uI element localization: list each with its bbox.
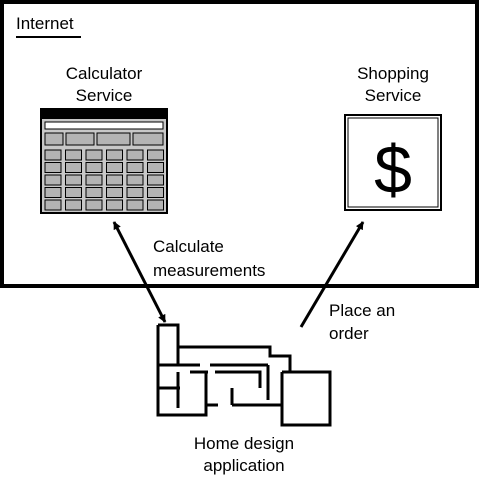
order-label-line2: order [329, 324, 369, 343]
calculator-icon [40, 108, 168, 214]
order-label-line1: Place an [329, 301, 395, 320]
calculator-key [126, 174, 144, 186]
calculator-key [85, 149, 103, 161]
calculator-key [85, 162, 103, 173]
home-design-label-line2: application [203, 456, 284, 475]
calculator-key [106, 162, 123, 173]
calculator-key-grid [44, 132, 164, 211]
calculator-key [44, 149, 62, 161]
calculator-key [106, 187, 123, 198]
order-arrow [299, 221, 365, 328]
shopping-service-label-line2: Service [365, 86, 422, 105]
calculator-key [85, 187, 103, 198]
home-design-label-line1: Home design [194, 434, 294, 453]
calculator-key [65, 174, 82, 186]
dollar-icon: $ [344, 114, 442, 211]
calculator-service-label-line2: Service [76, 86, 133, 105]
calculator-key [126, 199, 144, 211]
calculator-key [126, 187, 144, 198]
calculator-key [85, 199, 103, 211]
calculator-key [96, 132, 131, 146]
calculator-key [65, 132, 95, 146]
shopping-service-label-line1: Shopping [357, 64, 429, 83]
calculator-key [44, 187, 62, 198]
calculator-key [65, 149, 82, 161]
calculator-key [106, 174, 123, 186]
calculator-key [147, 199, 164, 211]
calculator-key [147, 187, 164, 198]
calculator-service-label-line1: Calculator [66, 64, 143, 83]
calculator-key [65, 199, 82, 211]
calculator-key [106, 199, 123, 211]
calculator-key [44, 162, 62, 173]
calculator-key [147, 174, 164, 186]
calculator-key [65, 187, 82, 198]
calculate-label-line2: measurements [153, 261, 265, 280]
internet-label: Internet [16, 14, 74, 33]
calculator-key [126, 162, 144, 173]
calculator-key [106, 149, 123, 161]
calculator-key [44, 199, 62, 211]
calculate-label-line1: Calculate [153, 237, 224, 256]
calculator-key [44, 132, 64, 146]
calculator-key [65, 162, 82, 173]
floor-plan-icon [156, 323, 332, 427]
dollar-symbol: $ [374, 132, 412, 208]
internet-boundary [0, 0, 479, 288]
calculator-key [147, 162, 164, 173]
calculator-key [147, 149, 164, 161]
calculator-key [85, 174, 103, 186]
calculator-key [126, 149, 144, 161]
calculator-key [132, 132, 164, 146]
calculate-arrow [112, 221, 167, 323]
calculator-key [44, 174, 62, 186]
